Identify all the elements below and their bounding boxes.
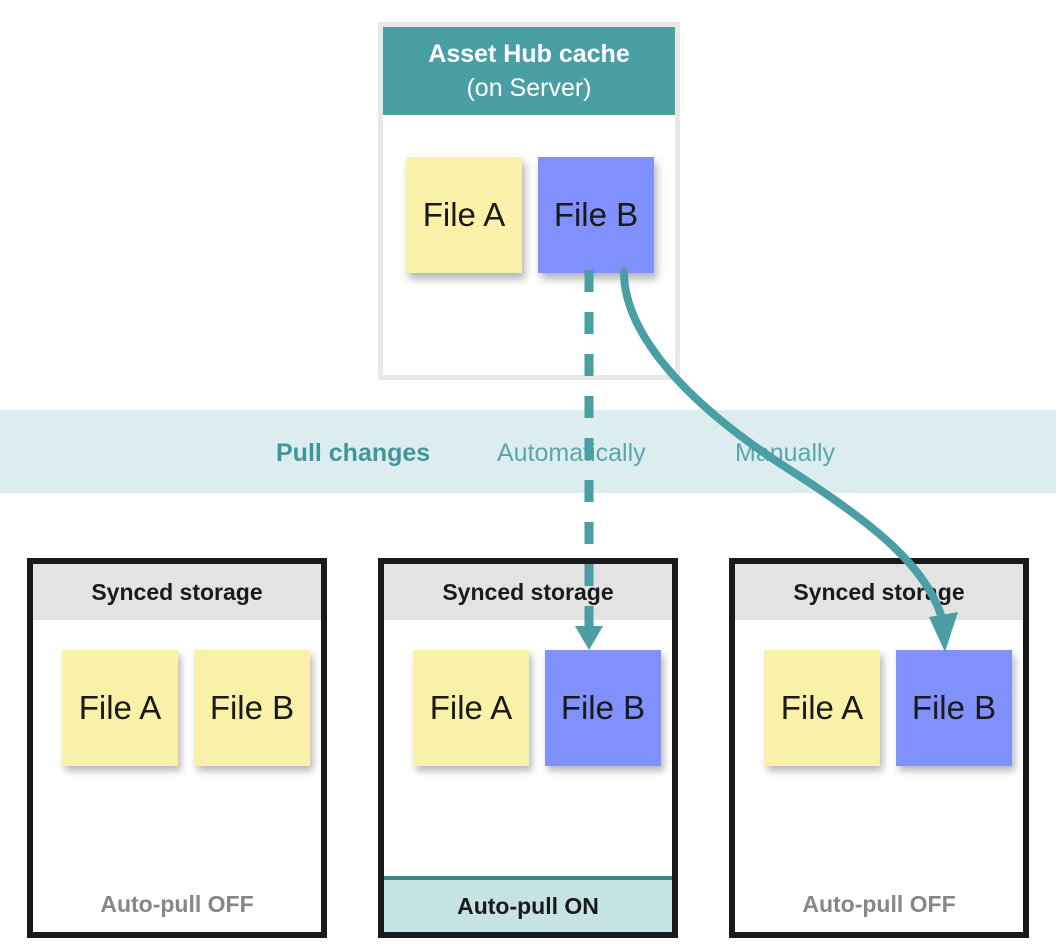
- box2-note-file-b-label: File B: [560, 689, 646, 726]
- box1-note-file-b-label: File B: [209, 689, 295, 726]
- server-note-file-a: File A: [406, 157, 522, 273]
- box2-note-file-a-label: File A: [429, 689, 513, 726]
- asset-hub-cache-title: Asset Hub cache: [428, 40, 630, 68]
- synced-storage-box-1: Synced storage File A File B Auto-pull O…: [27, 558, 327, 938]
- synced-storage-header-1: Synced storage: [33, 564, 321, 620]
- box2-note-file-a: File A: [413, 650, 529, 766]
- box3-note-file-a: File A: [764, 650, 880, 766]
- synced-storage-notes-2: File A File B: [384, 650, 672, 780]
- synced-storage-notes-3: File A File B: [735, 650, 1023, 780]
- asset-hub-cache-card: Asset Hub cache (on Server) File A File …: [378, 22, 680, 380]
- server-note-file-a-label: File A: [422, 196, 506, 233]
- synced-storage-header-3: Synced storage: [735, 564, 1023, 620]
- box3-note-file-b-label: File B: [911, 689, 997, 726]
- auto-pull-status-1: Auto-pull OFF: [33, 876, 321, 932]
- box1-note-file-b: File B: [194, 650, 310, 766]
- synced-storage-notes-1: File A File B: [33, 650, 321, 780]
- auto-pull-status-2: Auto-pull ON: [384, 876, 672, 932]
- box1-note-file-a-label: File A: [78, 689, 162, 726]
- asset-hub-cache-header: Asset Hub cache (on Server): [383, 27, 675, 115]
- server-note-file-b-label: File B: [553, 196, 639, 233]
- synced-storage-box-2: Synced storage File A File B Auto-pull O…: [378, 558, 678, 938]
- box3-note-file-a-label: File A: [780, 689, 864, 726]
- synced-storage-header-2: Synced storage: [384, 564, 672, 620]
- box1-note-file-a: File A: [62, 650, 178, 766]
- manually-label: Manually: [735, 439, 836, 467]
- auto-pull-status-3: Auto-pull OFF: [735, 876, 1023, 932]
- asset-hub-cache-subtitle: (on Server): [466, 74, 592, 102]
- synced-storage-box-3: Synced storage File A File B Auto-pull O…: [729, 558, 1029, 938]
- server-note-file-b: File B: [538, 157, 654, 273]
- pull-changes-label: Pull changes: [276, 439, 431, 467]
- box2-note-file-b: File B: [545, 650, 661, 766]
- automatically-label: Automatically: [497, 439, 646, 467]
- box3-note-file-b: File B: [896, 650, 1012, 766]
